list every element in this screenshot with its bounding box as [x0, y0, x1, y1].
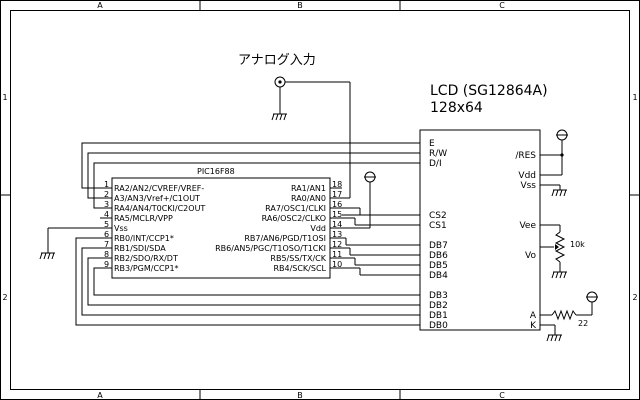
- mcu-pin-12-label: RB6/AN5/PGC/T1OSO/T1CKI: [215, 244, 326, 253]
- mcu-pin-14-label: Vdd: [310, 224, 326, 233]
- lcd-pin-rw-label: R/W: [429, 149, 447, 159]
- frame-col-label-b-bottom: B: [297, 391, 303, 400]
- mcu-pin-18-label: RA1/AN1: [291, 184, 326, 193]
- frame-row-label-1-left: 1: [2, 93, 7, 102]
- resistor-value-label: 22: [578, 319, 588, 328]
- lcd-size-label: 128x64: [430, 100, 483, 116]
- frame-col-label-c-top: C: [499, 1, 505, 10]
- frame-col-label-c-bottom: C: [499, 391, 505, 400]
- lcd-pin-vo-label: Vo: [525, 251, 536, 261]
- mcu-pin-11-number: 11: [332, 250, 342, 259]
- backlight-k-ground-symbol: [540, 324, 562, 342]
- frame-col-label-b-top: B: [297, 1, 303, 10]
- frame-row-label-2-right: 2: [632, 293, 637, 302]
- mcu-pin-2-number: 2: [104, 190, 109, 199]
- mcu-pin-2-label: A3/AN3/Vref+/C1OUT: [114, 194, 200, 203]
- mcu-pin-11-label: RB5/SS/TX/CK: [270, 254, 326, 263]
- mcu-pin-15-number: 15: [332, 210, 342, 219]
- lcd-pin-k-label: K: [530, 321, 537, 331]
- lcd-pin-vdd-label: Vdd: [518, 171, 536, 181]
- mcu-pin-13-label: RB7/AN6/PGD/T1OSI: [244, 234, 326, 243]
- mcu-pin-9-number: 9: [104, 260, 109, 269]
- lcd-pin-di-label: D/I: [429, 159, 442, 169]
- mcu-pin-13-number: 13: [332, 230, 342, 239]
- lcd-pin-a-label: A: [530, 311, 537, 321]
- mcu-pin-5-label: Vss: [114, 224, 128, 233]
- lcd-pin-db0-label: DB0: [429, 321, 448, 331]
- mcu-pin-17-label: RA0/AN0: [291, 194, 326, 203]
- lcd-pin-cs2-label: CS2: [429, 211, 447, 221]
- mcu-pin-17-number: 17: [332, 190, 342, 199]
- lcd-pin-vee-label: Vee: [519, 221, 536, 231]
- mcu-pin-10-number: 10: [332, 260, 342, 269]
- frame-row-label-1-right: 1: [632, 93, 637, 102]
- mcu-pin-8-number: 8: [104, 250, 109, 259]
- mcu-pin-3-number: 3: [104, 200, 109, 209]
- analog-input-label: アナログ入力: [238, 53, 316, 68]
- mcu-vdd-supply-symbol: [342, 171, 376, 229]
- mcu-pin-7-number: 7: [104, 240, 109, 249]
- lcd-vss-ground-symbol: [540, 184, 567, 197]
- lcd-pin-res-label: /RES: [515, 151, 536, 161]
- mcu-pin-9-label: RB3/PGM/CCP1*: [114, 264, 179, 273]
- mcu-pin-15-label: RA6/OSC2/CLKO: [262, 214, 326, 223]
- backlight-resistor: 22: [540, 302, 593, 328]
- lcd-pin-db1-label: DB1: [429, 311, 448, 321]
- lcd-pin-e-label: E: [429, 139, 435, 149]
- mcu-pin-18-number: 18: [332, 180, 342, 189]
- signal-wires: [75, 142, 420, 326]
- lcd-pin-cs1-label: CS1: [429, 221, 447, 231]
- frame-col-label-a-bottom: A: [97, 391, 103, 400]
- mcu-name-label: PIC16F88: [197, 167, 235, 176]
- lcd-pin-db6-label: DB6: [429, 251, 448, 261]
- mcu-pin-4-label: RA5/MCLR/VPP: [114, 214, 173, 223]
- mcu-pin-5-number: 5: [104, 220, 109, 229]
- mcu-pin-3-label: RA4/AN4/T0CKI/C2OUT: [114, 204, 205, 213]
- lcd-pin-db2-label: DB2: [429, 301, 448, 311]
- frame-row-label-2-left: 2: [2, 293, 7, 302]
- lcd-vdd-supply-symbol: [540, 129, 568, 176]
- mcu-pin-8-label: RB2/SDO/RX/DT: [114, 254, 178, 263]
- lcd-pin-db5-label: DB5: [429, 261, 448, 271]
- mcu-pin-1-label: RA2/AN2/CVREF/VREF-: [114, 184, 204, 193]
- mcu-pin-12-number: 12: [332, 240, 342, 249]
- mcu-pin-6-number: 6: [104, 230, 109, 239]
- pot-value-label: 10k: [570, 240, 585, 249]
- lcd-pin-db3-label: DB3: [429, 291, 448, 301]
- mcu-pin-16-label: RA7/OSC1/CLKI: [265, 204, 326, 213]
- backlight-vdd-supply-symbol: [586, 291, 598, 303]
- mcu-pin-4-number: 4: [104, 210, 109, 219]
- pic16f88-chip: PIC16F88 1 2 3 4 5 6 7 8 9 RA2/AN2/CVREF…: [100, 167, 342, 279]
- mcu-pin-14-number: 14: [332, 220, 342, 229]
- lcd-pin-db7-label: DB7: [429, 241, 448, 251]
- mcu-vss-ground-symbol: [39, 227, 100, 260]
- lcd-pin-db4-label: DB4: [429, 271, 448, 281]
- mcu-pin-6-label: RB0/INT/CCP1*: [114, 234, 174, 243]
- lcd-pin-vss-label: Vss: [520, 181, 536, 191]
- lcd-title-label: LCD (SG12864A): [430, 83, 548, 99]
- frame-col-label-a-top: A: [97, 1, 103, 10]
- mcu-pin-10-label: RB4/SCK/SCL: [273, 264, 326, 273]
- mcu-pin-1-number: 1: [104, 180, 109, 189]
- mcu-pin-7-label: RB1/SDI/SDA: [114, 244, 166, 253]
- mcu-pin-16-number: 16: [332, 200, 342, 209]
- lcd-module: LCD (SG12864A) 128x64 E R/W D/I CS2 CS1 …: [419, 83, 548, 331]
- analog-input-connector: アナログ入力: [238, 53, 351, 199]
- contrast-potentiometer: 10k: [540, 224, 585, 279]
